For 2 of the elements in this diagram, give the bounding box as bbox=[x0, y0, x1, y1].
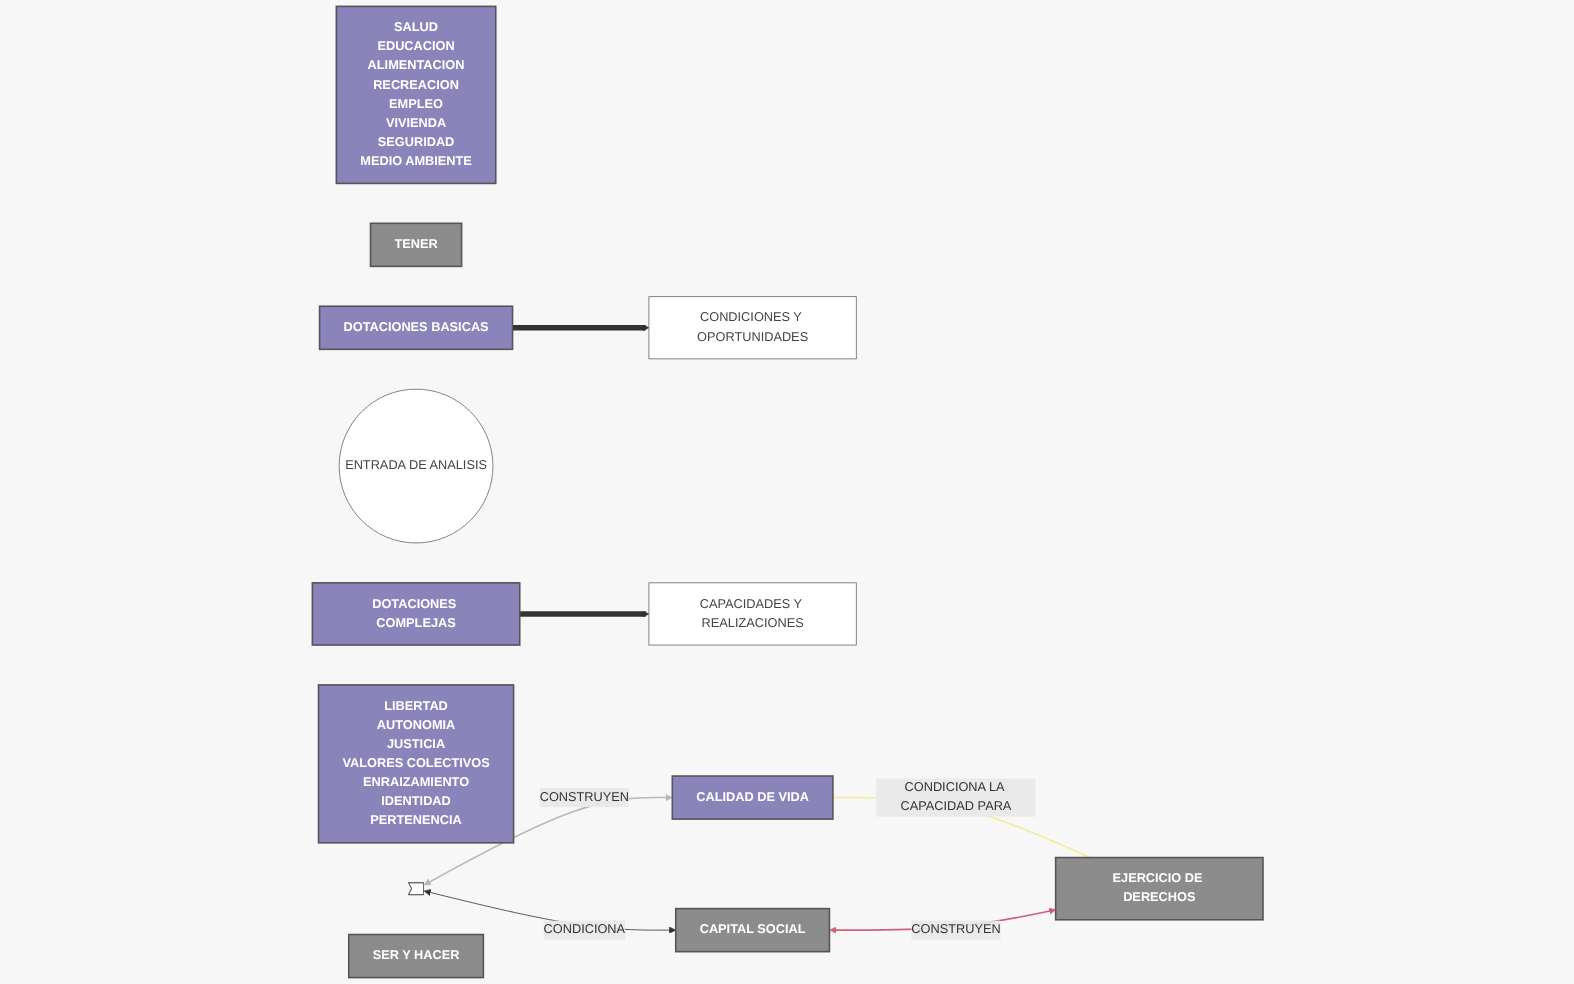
arrow bbox=[519, 610, 649, 618]
arrow bbox=[511, 324, 649, 332]
